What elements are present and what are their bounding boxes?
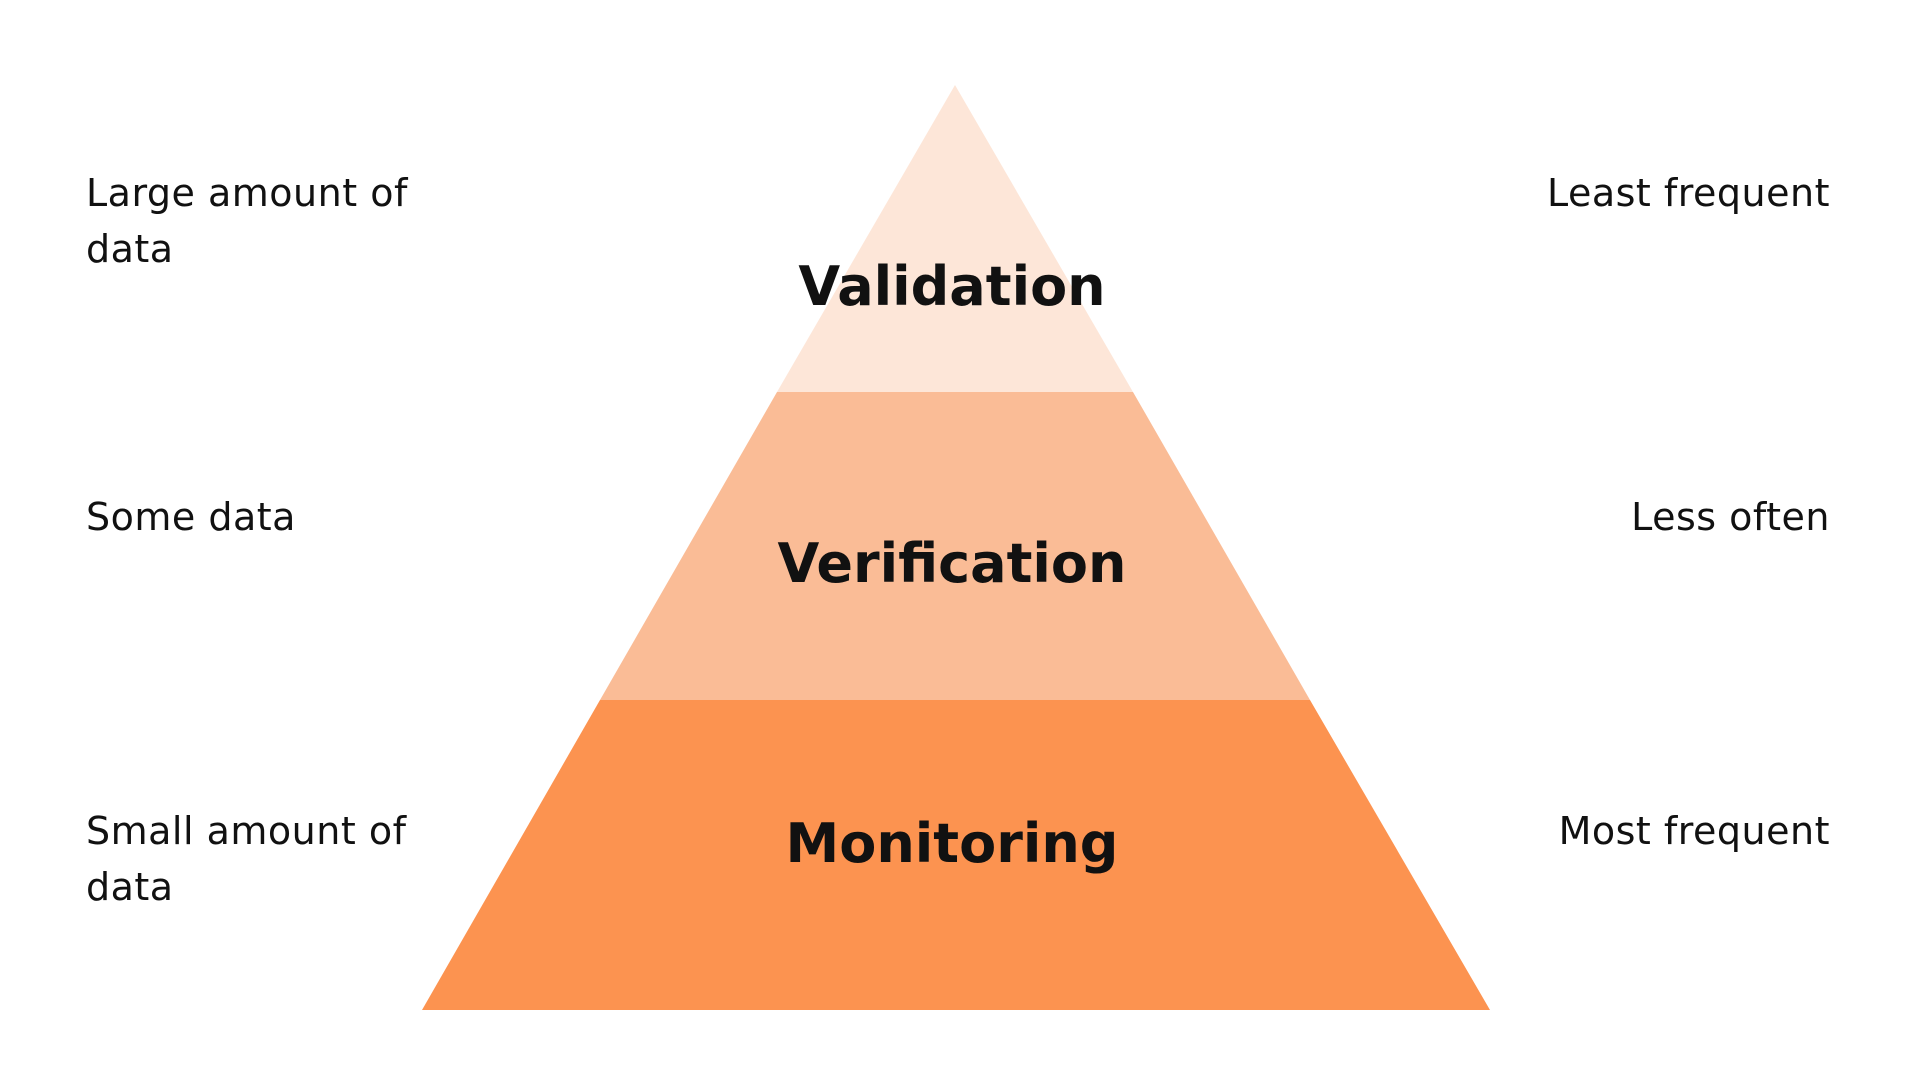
frequency-least: Least frequent xyxy=(1546,171,1830,215)
frequency-most: Most frequent xyxy=(1558,809,1830,853)
frequency-less: Less often xyxy=(1631,495,1830,539)
data-amount-some: Some data xyxy=(86,495,296,539)
pyramid-tier-verification xyxy=(600,392,1310,700)
data-amount-large: Large amount of data xyxy=(86,171,408,271)
pyramid-tier-monitoring xyxy=(422,700,1490,1010)
tier-label-monitoring: Monitoring xyxy=(786,812,1119,875)
tier-label-validation: Validation xyxy=(798,255,1105,318)
tier-label-verification: Verification xyxy=(778,532,1127,595)
pyramid-tier-validation xyxy=(777,85,1133,392)
data-amount-small: Small amount of data xyxy=(86,809,407,909)
